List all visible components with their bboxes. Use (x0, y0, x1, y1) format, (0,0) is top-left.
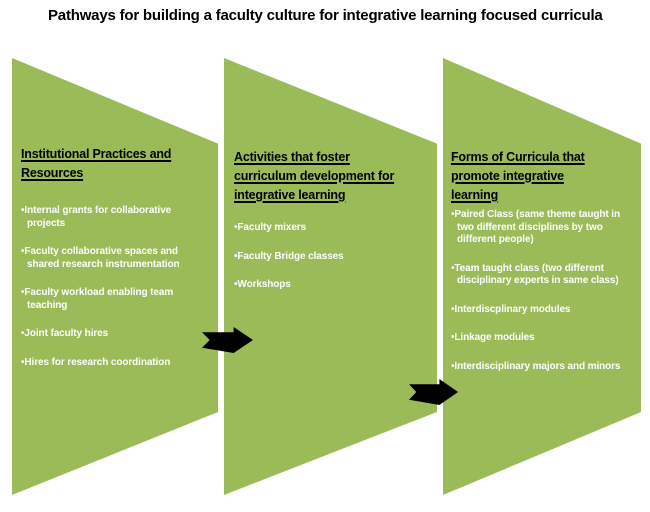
heading-line: Resources (21, 166, 84, 180)
panel-activities-curriculum-development: Activities that foster curriculum develo… (224, 58, 437, 495)
list-item: Linkage modules (451, 332, 637, 345)
heading-line: Activities that foster (234, 150, 350, 164)
bullet-list: Internal grants for collaborative projec… (21, 205, 210, 369)
list-item: Faculty collaborative spaces and shared … (21, 246, 210, 271)
bullet-list: Faculty mixers Faculty Bridge classes Wo… (234, 222, 429, 292)
list-item: Faculty workload enabling team teaching (21, 287, 210, 312)
panel-heading: Forms of Curricula that promote integrat… (451, 148, 637, 205)
panel-institutional-practices: Institutional Practices and Resources In… (12, 58, 218, 495)
list-item: Faculty mixers (234, 222, 429, 235)
list-item: Interdisciplinary majors and minors (451, 361, 637, 374)
panel-heading: Activities that foster curriculum develo… (234, 148, 429, 205)
panel-heading: Institutional Practices and Resources (21, 145, 210, 183)
list-item: Workshops (234, 279, 429, 292)
list-item: Interdiscplinary modules (451, 304, 637, 317)
heading-line: promote integrative (451, 169, 564, 183)
diagram-title: Pathways for building a faculty culture … (48, 7, 603, 24)
list-item: Internal grants for collaborative projec… (21, 205, 210, 230)
list-item: Joint faculty hires (21, 328, 210, 341)
bullet-list: Paired Class (same theme taught in two d… (451, 209, 637, 373)
list-item: Team taught class (two different discipl… (451, 263, 637, 288)
panel-forms-of-curricula: Forms of Curricula that promote integrat… (443, 58, 641, 495)
list-item: Hires for research coordination (21, 357, 210, 370)
heading-line: curriculum development for (234, 169, 395, 183)
heading-line: Forms of Curricula that (451, 150, 585, 164)
heading-line: Institutional Practices and (21, 147, 172, 161)
list-item: Faculty Bridge classes (234, 251, 429, 264)
heading-line: learning (451, 188, 499, 202)
list-item: Paired Class (same theme taught in two d… (451, 209, 637, 247)
heading-line: integrative learning (234, 188, 346, 202)
